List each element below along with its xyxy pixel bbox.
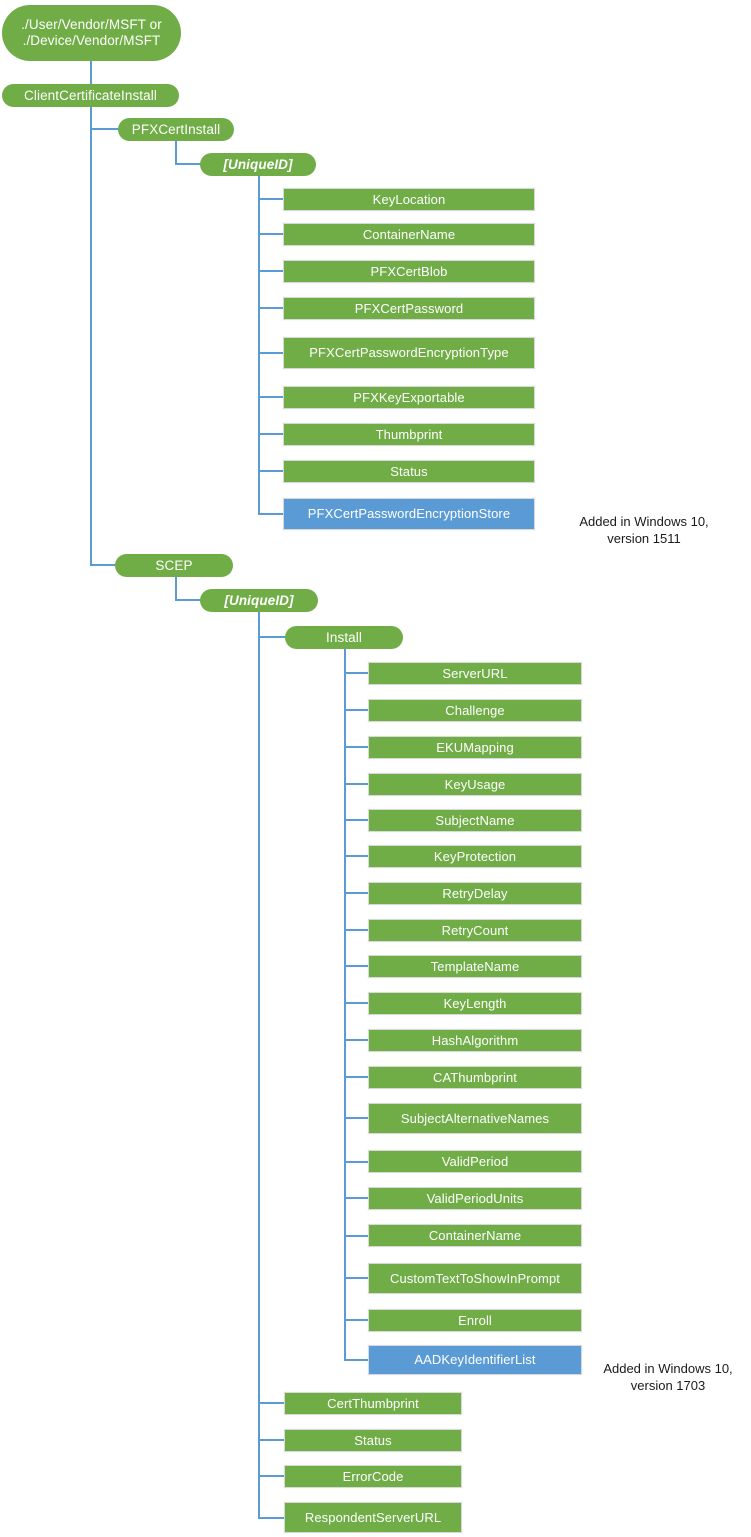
node-pfx-cert-install[interactable]: PFXCertInstall [118,118,234,141]
node-subject-alternative-names-label: SubjectAlternativeNames [400,1110,550,1126]
node-thumbprint[interactable]: Thumbprint [283,423,535,446]
node-custom-text-to-show-in-prompt-label: CustomTextToShowInPrompt [389,1270,561,1286]
node-key-protection-label: KeyProtection [433,848,517,864]
node-hash-algorithm-label: HashAlgorithm [431,1032,519,1048]
node-subject-alternative-names[interactable]: SubjectAlternativeNames [368,1103,582,1134]
node-key-protection[interactable]: KeyProtection [368,845,582,868]
node-enroll[interactable]: Enroll [368,1309,582,1332]
node-thumbprint-label: Thumbprint [375,426,443,442]
node-server-url[interactable]: ServerURL [368,662,582,685]
node-status-scep[interactable]: Status [284,1429,462,1452]
node-error-code-label: ErrorCode [342,1468,404,1484]
node-key-usage[interactable]: KeyUsage [368,773,582,796]
node-pfx-key-exportable[interactable]: PFXKeyExportable [283,386,535,409]
annotation-pfx-added-version: Added in Windows 10, version 1511 [546,495,742,548]
node-key-location[interactable]: KeyLocation [283,188,535,211]
node-scep-unique-id-label: [UniqueID] [224,592,294,608]
annotation-pfx-added-version-text: Added in Windows 10, version 1511 [579,513,709,547]
node-pfx-cert-install-label: PFXCertInstall [131,121,221,137]
node-template-name-label: TemplateName [430,958,520,974]
node-install-label: Install [326,629,362,645]
node-key-location-label: KeyLocation [372,191,446,207]
node-scep[interactable]: SCEP [115,554,233,577]
node-pfx-cert-blob[interactable]: PFXCertBlob [283,260,535,283]
node-scep-unique-id[interactable]: [UniqueID] [200,589,318,612]
node-challenge-label: Challenge [445,702,505,718]
node-status-pfx[interactable]: Status [283,460,535,483]
node-pfx-cert-password[interactable]: PFXCertPassword [283,297,535,320]
node-custom-text-to-show-in-prompt[interactable]: CustomTextToShowInPrompt [368,1263,582,1294]
node-respondent-server-url-label: RespondentServerURL [304,1509,442,1525]
node-key-usage-label: KeyUsage [444,776,506,792]
node-container-name-scep[interactable]: ContainerName [368,1224,582,1247]
node-retry-delay[interactable]: RetryDelay [368,882,582,905]
node-status-scep-label: Status [354,1432,392,1448]
annotation-scep-added-version-text: Added in Windows 10, version 1703 [603,1360,733,1394]
node-server-url-label: ServerURL [442,665,508,681]
node-pfx-cert-password-label: PFXCertPassword [354,300,464,316]
node-root[interactable]: ./User/Vendor/MSFT or ./Device/Vendor/MS… [2,5,181,61]
node-subject-name-label: SubjectName [435,812,515,828]
node-ca-thumbprint-label: CAThumbprint [432,1069,518,1085]
annotation-scep-added-version: Added in Windows 10, version 1703 [593,1342,743,1395]
node-eku-mapping[interactable]: EKUMapping [368,736,582,759]
node-client-certificate-install-label: ClientCertificateInstall [24,87,157,103]
node-aad-key-identifier-list[interactable]: AADKeyIdentifierList [368,1345,582,1375]
node-scep-label: SCEP [155,557,193,573]
node-valid-period-units-label: ValidPeriodUnits [426,1190,524,1206]
node-pfx-key-exportable-label: PFXKeyExportable [353,389,465,405]
node-status-pfx-label: Status [390,463,428,479]
node-container-name-pfx-label: ContainerName [362,226,456,242]
node-pfx-cert-password-encryption-type[interactable]: PFXCertPasswordEncryptionType [283,337,535,369]
node-pfx-cert-password-encryption-store-label: PFXCertPasswordEncryptionStore [307,506,511,522]
node-cert-thumbprint[interactable]: CertThumbprint [284,1392,462,1415]
node-hash-algorithm[interactable]: HashAlgorithm [368,1029,582,1052]
node-pfx-unique-id-label: [UniqueID] [223,156,293,172]
node-enroll-label: Enroll [458,1312,492,1328]
node-install[interactable]: Install [285,626,403,649]
node-pfx-unique-id[interactable]: [UniqueID] [200,153,316,176]
node-container-name-scep-label: ContainerName [428,1227,522,1243]
node-aad-key-identifier-list-label: AADKeyIdentifierList [414,1352,536,1368]
node-eku-mapping-label: EKUMapping [436,739,514,755]
node-template-name[interactable]: TemplateName [368,955,582,978]
node-valid-period-units[interactable]: ValidPeriodUnits [368,1187,582,1210]
node-root-label: ./User/Vendor/MSFT or ./Device/Vendor/MS… [21,17,162,48]
node-pfx-cert-password-encryption-store[interactable]: PFXCertPasswordEncryptionStore [283,498,535,530]
node-cert-thumbprint-label: CertThumbprint [327,1395,419,1411]
node-respondent-server-url[interactable]: RespondentServerURL [284,1502,462,1533]
node-retry-count-label: RetryCount [441,922,509,938]
node-retry-count[interactable]: RetryCount [368,919,582,942]
node-valid-period-label: ValidPeriod [441,1153,509,1169]
node-valid-period[interactable]: ValidPeriod [368,1150,582,1173]
node-error-code[interactable]: ErrorCode [284,1465,462,1488]
node-pfx-cert-password-encryption-type-label: PFXCertPasswordEncryptionType [309,345,509,361]
node-subject-name[interactable]: SubjectName [368,809,582,832]
node-ca-thumbprint[interactable]: CAThumbprint [368,1066,582,1089]
node-key-length[interactable]: KeyLength [368,992,582,1015]
node-key-length-label: KeyLength [443,995,507,1011]
node-client-certificate-install[interactable]: ClientCertificateInstall [2,84,179,107]
node-container-name-pfx[interactable]: ContainerName [283,223,535,246]
node-retry-delay-label: RetryDelay [442,885,508,901]
node-pfx-cert-blob-label: PFXCertBlob [370,263,448,279]
node-challenge[interactable]: Challenge [368,699,582,722]
